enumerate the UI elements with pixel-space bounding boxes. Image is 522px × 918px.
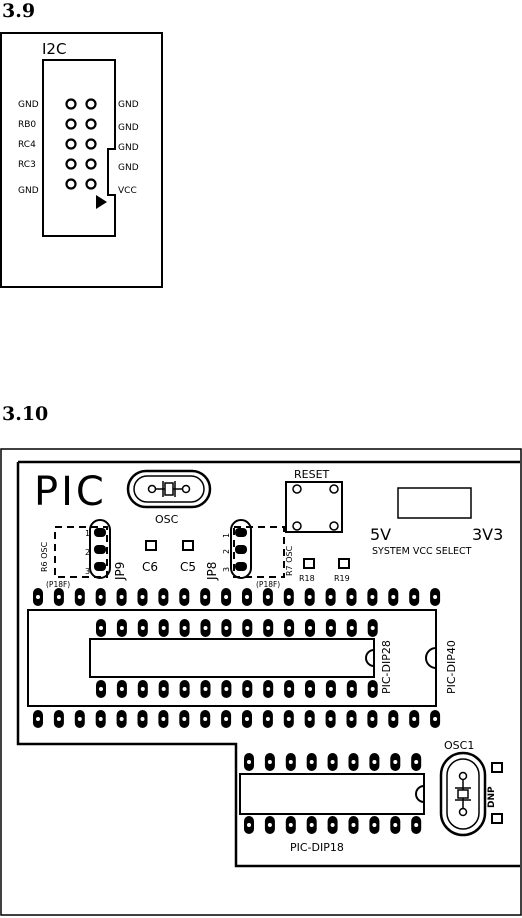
vcc-5v-label: 5V	[370, 525, 391, 544]
dip18-label: PIC-DIP18	[290, 841, 344, 854]
reset-button	[285, 481, 343, 533]
pic-board-diagram: PIC OSC RESET 5V 3V3 SYSTEM VCC SELECT 2…	[0, 448, 522, 916]
dip40-label: PIC-DIP40	[445, 640, 458, 694]
jumper-number: 3	[85, 567, 90, 576]
jumper-number: 1	[85, 529, 90, 538]
left-pin-label: RC3	[18, 160, 36, 170]
i2c-connector-diagram: I2C GND RB0 RC4 RC3 GND GND GND GND GND …	[0, 32, 163, 288]
left-pin-label: GND	[18, 100, 39, 110]
right-pin-label: GND	[118, 100, 139, 110]
dip40-socket	[27, 609, 437, 707]
connector-pin	[65, 98, 77, 110]
vcc-select-jumper	[397, 487, 472, 519]
section-heading-3-10: 3.10	[2, 403, 49, 425]
figure-frame	[0, 448, 522, 916]
r6-osc-label: R6 OSC	[40, 541, 49, 572]
osc-crystal	[126, 469, 212, 509]
board-outline	[16, 460, 520, 868]
connector-pin	[85, 118, 97, 130]
jp9-dashed-area	[54, 526, 108, 578]
dip28-label: PIC-DIP28	[380, 640, 393, 694]
right-pin-label: GND	[118, 163, 139, 173]
r7-osc-label: R7 OSC	[285, 545, 294, 576]
jp9-header	[89, 519, 111, 579]
jumper-number: 2	[222, 549, 231, 554]
c5-label: C5	[180, 560, 196, 574]
i2c-title: I2C	[42, 40, 66, 58]
connector-pin	[65, 178, 77, 190]
connector-pin	[65, 138, 77, 150]
connector-pin	[85, 178, 97, 190]
r18-pad	[303, 558, 315, 569]
r19-pad	[338, 558, 350, 569]
osc-label: OSC	[155, 513, 179, 526]
pin-grid	[65, 98, 97, 190]
osc1-crystal	[439, 751, 487, 837]
dip28-socket	[89, 638, 375, 678]
left-pin-label: RB0	[18, 120, 36, 130]
p18f-right-label: (P18F)	[256, 580, 280, 589]
c5-pad	[182, 540, 194, 551]
dip40-notch	[425, 647, 437, 669]
c6-pad	[145, 540, 157, 551]
dnp-label: DNP	[487, 786, 497, 808]
connector-pin	[65, 158, 77, 170]
osc1-cap-pad	[491, 762, 503, 773]
p18f-left-label: (P18F)	[46, 580, 70, 589]
r19-label: R19	[334, 574, 350, 583]
figure-frame	[0, 32, 163, 288]
jumper-number: 3	[222, 567, 231, 572]
vcc-3v3-label: 3V3	[472, 525, 503, 544]
dip18-notch	[415, 785, 425, 803]
jp8-dashed-area	[233, 526, 285, 578]
right-pin-label: GND	[118, 123, 139, 133]
connector-pin	[65, 118, 77, 130]
c6-label: C6	[142, 560, 158, 574]
right-pin-label: GND	[118, 143, 139, 153]
dip18-socket	[239, 773, 425, 815]
vcc-select-label: SYSTEM VCC SELECT	[372, 546, 472, 557]
jumper-number: 2	[85, 548, 90, 557]
connector-housing	[42, 59, 116, 237]
right-pin-label: VCC	[118, 186, 137, 196]
connector-pin	[85, 98, 97, 110]
section-heading-3-9: 3.9	[2, 0, 36, 22]
osc1-label: OSC1	[444, 739, 474, 752]
jumper-number: 1	[222, 533, 231, 538]
connector-pin	[85, 158, 97, 170]
dip28-notch	[365, 649, 375, 667]
reset-label: RESET	[294, 468, 330, 481]
pin1-arrow-icon	[96, 195, 107, 209]
left-pin-label: GND	[18, 186, 39, 196]
left-pin-label: RC4	[18, 140, 36, 150]
board-title: PIC	[34, 469, 107, 515]
osc1-cap-pad	[491, 813, 503, 824]
jp8-label: JP8	[205, 562, 219, 581]
connector-pin	[85, 138, 97, 150]
jp9-label: JP9	[113, 562, 127, 581]
jp8-header	[230, 519, 252, 579]
r18-label: R18	[299, 574, 315, 583]
dip-pin-rows	[33, 588, 441, 834]
